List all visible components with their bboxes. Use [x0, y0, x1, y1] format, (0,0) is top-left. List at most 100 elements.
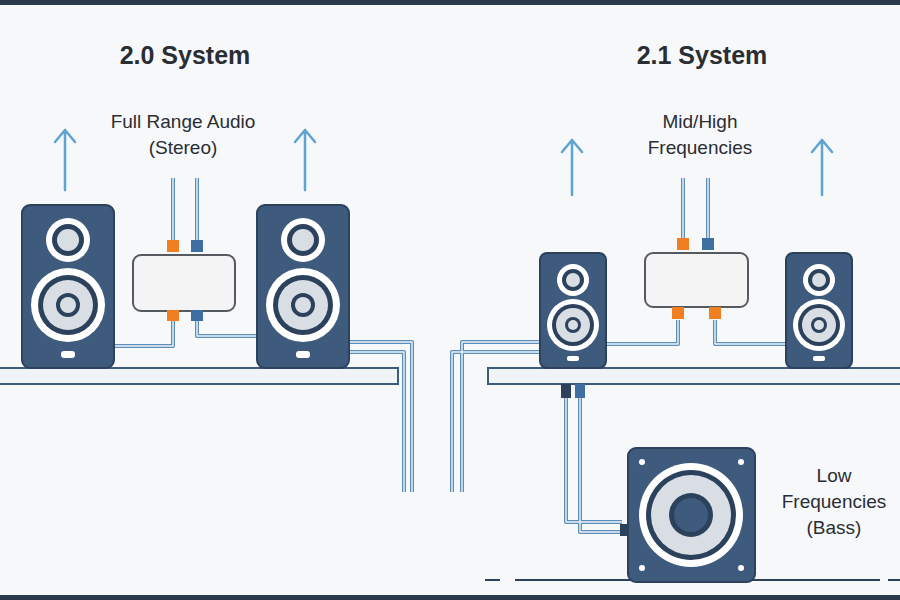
speaker: [278, 280, 328, 330]
amplifier: [167, 310, 179, 321]
speaker: [540, 253, 606, 368]
speaker: [808, 269, 830, 291]
speaker: [57, 229, 79, 251]
wire: [715, 320, 786, 344]
system-heading: 2.1 System: [602, 40, 802, 70]
wire: [462, 342, 540, 492]
subwoofer: [639, 463, 743, 567]
speaker: [60, 297, 76, 313]
subwoofer: [674, 498, 708, 532]
speaker: [22, 205, 114, 368]
wire: [349, 342, 412, 492]
speaker: [562, 269, 584, 291]
subwoofer: [738, 565, 744, 571]
amplifier: [677, 238, 689, 250]
wire: [196, 178, 197, 240]
speaker: [565, 317, 581, 333]
speaker: [22, 205, 114, 368]
speaker: [567, 356, 579, 361]
speaker: [295, 297, 311, 313]
speaker: [287, 224, 319, 256]
wire: [566, 398, 622, 522]
amplifier: [672, 307, 684, 319]
speaker: [786, 253, 852, 368]
wire: [606, 320, 678, 344]
subwoofer: [651, 475, 731, 555]
subwoofer: [628, 448, 755, 582]
wire: [171, 178, 175, 240]
sound-arrow: [295, 130, 315, 190]
speaker: [281, 218, 325, 262]
connector-plug: [561, 384, 630, 536]
wire: [197, 320, 257, 336]
speaker: [43, 280, 93, 330]
subwoofer: [628, 448, 755, 582]
amplifier: [702, 238, 714, 250]
signal-label: Low Frequencies (Bass): [774, 463, 894, 542]
speaker: [273, 275, 333, 335]
signal-label: Mid/High Frequencies: [625, 109, 775, 161]
wire: [197, 320, 257, 336]
subwoofer: [639, 459, 645, 465]
frame: [0, 0, 900, 5]
speaker: [52, 224, 84, 256]
speaker: [566, 273, 580, 287]
speaker: [291, 293, 315, 317]
wire: [580, 398, 622, 532]
amplifier: [645, 253, 748, 307]
amplifier: [709, 307, 721, 319]
wire: [172, 178, 173, 240]
signal-label: Full Range Audio (Stereo): [108, 109, 258, 161]
speaker: [802, 308, 836, 342]
frame: [0, 595, 900, 600]
speaker: [31, 268, 105, 342]
amplifier: [191, 240, 203, 252]
speaker: [266, 268, 340, 342]
wire: [606, 320, 678, 344]
speaker: [793, 299, 845, 351]
wire: [580, 398, 622, 532]
speaker: [292, 229, 314, 251]
speaker: [556, 308, 590, 342]
speaker: [552, 304, 594, 346]
subwoofer: [738, 459, 744, 465]
amplifier: [133, 255, 235, 311]
sound-arrow: [562, 140, 582, 195]
speaker: [257, 205, 349, 368]
speaker: [814, 320, 824, 330]
wire: [566, 398, 622, 522]
speaker: [557, 264, 589, 296]
amplifier: [191, 310, 203, 321]
system-heading: 2.0 System: [85, 40, 285, 70]
sound-arrow: [812, 140, 832, 195]
shelf: [488, 368, 900, 384]
wire: [195, 178, 199, 240]
speaker: [812, 273, 826, 287]
speaker: [786, 253, 852, 368]
speaker: [811, 317, 827, 333]
speaker: [46, 218, 90, 262]
connector-plug: [575, 384, 585, 398]
subwoofer: [669, 493, 713, 537]
wire: [682, 178, 683, 238]
speaker: [813, 356, 825, 361]
wire: [462, 342, 540, 492]
amplifier: [133, 240, 235, 321]
subwoofer: [646, 470, 736, 560]
wire: [681, 178, 685, 238]
speaker: [540, 253, 606, 368]
shelf: [0, 368, 900, 384]
sound-arrow: [55, 130, 75, 190]
speaker: [547, 299, 599, 351]
wire: [715, 320, 786, 344]
speaker: [296, 351, 310, 358]
speaker: [568, 320, 578, 330]
speaker: [257, 205, 349, 368]
connector-plug: [561, 384, 571, 398]
speaker: [803, 264, 835, 296]
wire: [113, 320, 173, 346]
wire: [706, 178, 710, 238]
